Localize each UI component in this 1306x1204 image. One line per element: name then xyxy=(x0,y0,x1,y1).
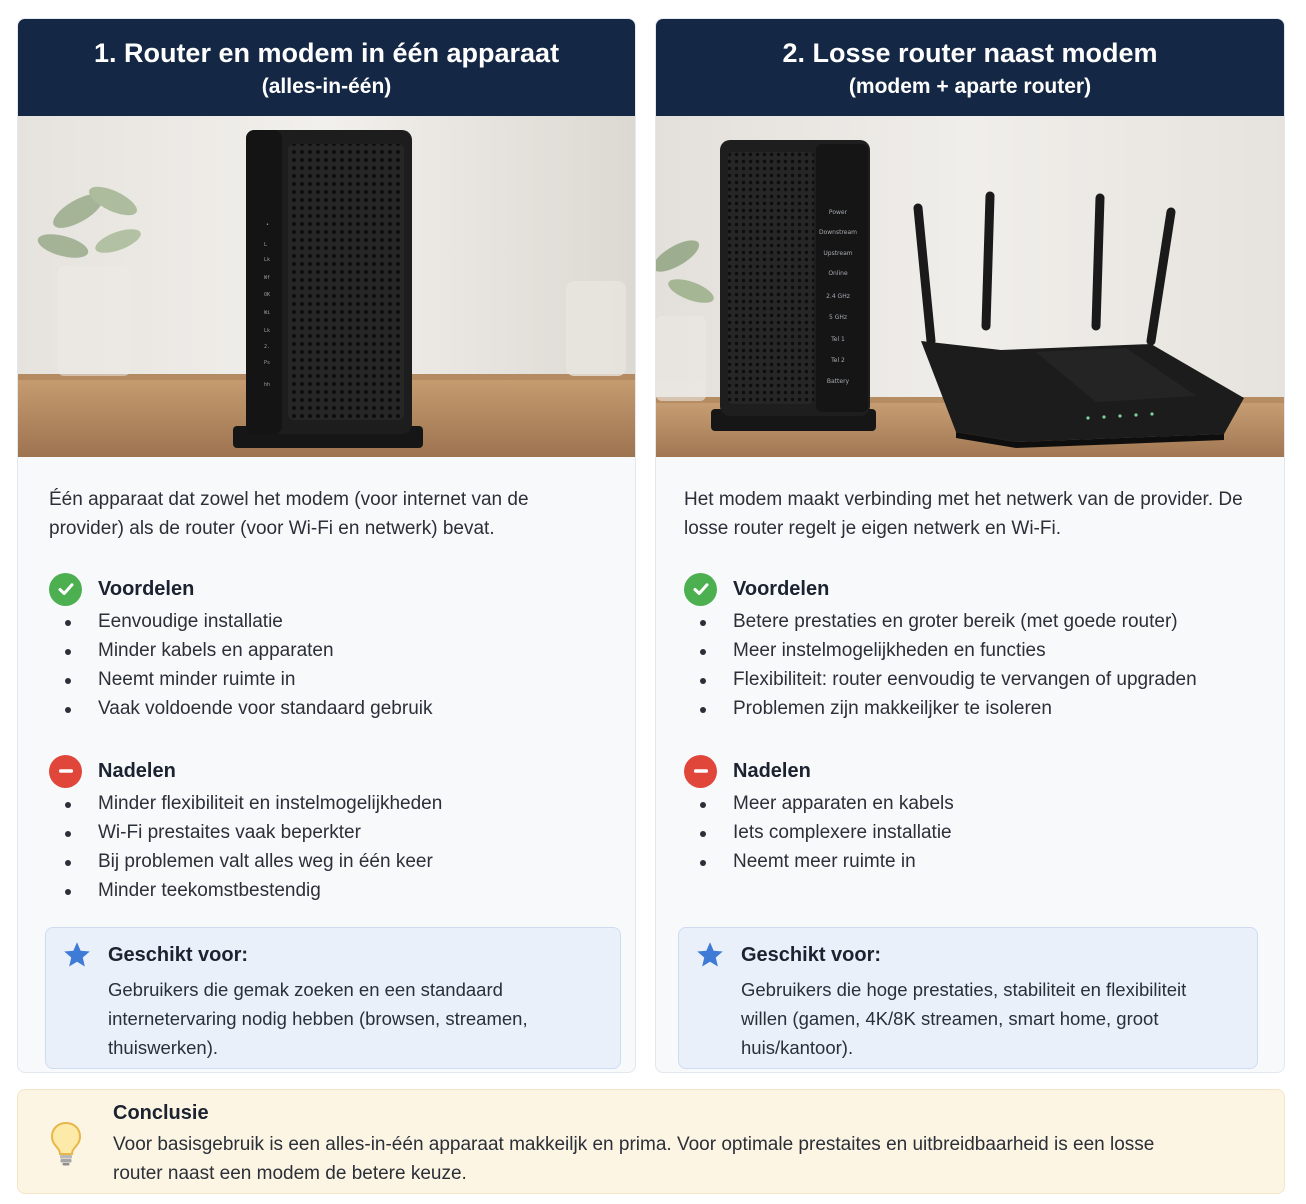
cons-title: Nadelen xyxy=(98,759,176,782)
svg-text:hh: hh xyxy=(264,382,270,388)
svg-text:2.4 GHz: 2.4 GHz xyxy=(826,293,850,300)
suited-text: Gebruikers die gemak zoeken en een stand… xyxy=(108,979,528,1058)
star-icon xyxy=(697,942,723,967)
list-item: Iets complexere installatie xyxy=(684,818,1254,847)
option-card-all-in-one: 1. Router en modem in één apparaat (alle… xyxy=(17,18,636,1073)
conclusion-box: Conclusie Voor basisgebruik is een alles… xyxy=(17,1089,1285,1194)
svg-text:OK: OK xyxy=(264,292,270,298)
list-item: Minder teekomstbestendig xyxy=(49,876,605,905)
svg-text:Ps: Ps xyxy=(264,360,270,366)
option-card-separate-router: 2. Losse router naast modem (modem + apa… xyxy=(655,18,1285,1073)
minus-circle-icon xyxy=(49,754,82,788)
svg-text:L: L xyxy=(264,242,267,248)
list-item: Neemt minder ruimte in xyxy=(49,665,605,694)
cons-heading: Nadelen xyxy=(49,754,605,788)
svg-text:Online: Online xyxy=(828,270,848,277)
cons-title: Nadelen xyxy=(733,759,811,782)
svg-text:Wi: Wi xyxy=(264,310,270,316)
intro-text: Één apparaat dat zowel het modem (voor i… xyxy=(49,489,529,539)
cons-heading: Nadelen xyxy=(684,754,1254,788)
pros-list: Betere prestaties en groter bereik (met … xyxy=(684,607,1254,723)
modem-router-photo: • L Lk Wf OK Wi Lk 2. Ps hh xyxy=(18,116,635,457)
svg-text:Battery: Battery xyxy=(827,378,850,385)
svg-text:Lk: Lk xyxy=(264,328,270,334)
suited-text: Gebruikers die hoge prestaties, stabilit… xyxy=(741,979,1187,1058)
suited-title: Geschikt voor: xyxy=(741,943,882,966)
check-circle-icon xyxy=(684,572,717,606)
pros-heading: Voordelen xyxy=(684,572,1254,606)
list-item: Meer instelmogelijkheden en functies xyxy=(684,636,1254,665)
list-item: Eenvoudige installatie xyxy=(49,607,605,636)
list-item: Neemt meer ruimte in xyxy=(684,847,1254,876)
star-icon xyxy=(64,942,90,967)
svg-text:Wf: Wf xyxy=(264,275,270,281)
pros-list: Eenvoudige installatie Minder kabels en … xyxy=(49,607,605,723)
list-item: Bij problemen valt alles weg in één keer xyxy=(49,847,605,876)
pros-heading: Voordelen xyxy=(49,572,605,606)
card-subtitle: (alles-in-één) xyxy=(261,75,392,98)
svg-text:Tel 2: Tel 2 xyxy=(830,357,845,364)
svg-text:Lk: Lk xyxy=(264,257,270,263)
cons-list: Minder flexibiliteit en instelmogelijkhe… xyxy=(49,789,605,905)
svg-text:•: • xyxy=(266,222,269,228)
card-title: 1. Router en modem in één apparaat xyxy=(93,38,560,68)
suited-for-box: Geschikt voor: Gebruikers die gemak zoek… xyxy=(45,927,621,1069)
lightbulb-icon xyxy=(50,1121,82,1166)
suited-title: Geschikt voor: xyxy=(108,943,249,966)
card-subtitle: (modem + aparte router) xyxy=(848,75,1092,98)
check-circle-icon xyxy=(49,572,82,606)
list-item: Minder flexibiliteit en instelmogelijkhe… xyxy=(49,789,605,818)
list-item: Minder kabels en apparaten xyxy=(49,636,605,665)
cons-list: Meer apparaten en kabels Iets complexere… xyxy=(684,789,1254,876)
modem-and-router-photo: Power Downstream Upstream Online 2.4 GHz… xyxy=(656,116,1284,457)
svg-text:Upstream: Upstream xyxy=(823,250,852,257)
svg-text:Power: Power xyxy=(829,209,848,216)
list-item: Wi-Fi prestaites vaak beperkter xyxy=(49,818,605,847)
list-item: Betere prestaties en groter bereik (met … xyxy=(684,607,1254,636)
intro-text: Het modem maakt verbinding met het netwe… xyxy=(684,489,1243,539)
card-header: 1. Router en modem in één apparaat (alle… xyxy=(18,19,635,116)
list-item: Meer apparaten en kabels xyxy=(684,789,1254,818)
svg-text:Downstream: Downstream xyxy=(819,229,857,236)
pros-title: Voordelen xyxy=(733,577,830,600)
list-item: Vaak voldoende voor standaard gebruik xyxy=(49,694,605,723)
minus-circle-icon xyxy=(684,754,717,788)
suited-for-box: Geschikt voor: Gebruikers die hoge prest… xyxy=(678,927,1258,1069)
pros-title: Voordelen xyxy=(98,577,195,600)
list-item: Problemen zijn makkeiljker te isoleren xyxy=(684,694,1254,723)
conclusion-title: Conclusie xyxy=(113,1102,209,1124)
svg-text:2.: 2. xyxy=(264,344,270,350)
card-title: 2. Losse router naast modem xyxy=(782,38,1158,68)
list-item: Flexibiliteit: router eenvoudig te verva… xyxy=(684,665,1254,694)
svg-text:Tel 1: Tel 1 xyxy=(830,336,845,343)
conclusion-text: Voor basisgebruik is een alles-in-één ap… xyxy=(113,1134,1155,1184)
card-header: 2. Losse router naast modem (modem + apa… xyxy=(656,19,1284,116)
svg-text:5 GHz: 5 GHz xyxy=(829,314,847,321)
